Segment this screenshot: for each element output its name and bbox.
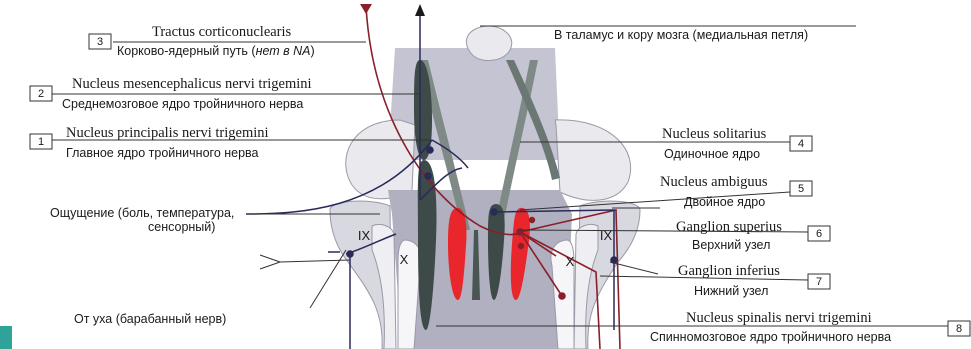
label-8-russian: Спинномозговое ядро тройничного нерва [650, 330, 891, 344]
right-lobe [555, 120, 631, 200]
label-7-latin: Ganglion inferius [678, 263, 780, 279]
top-knob [466, 26, 511, 61]
sensation-label-line2: сенсорный) [148, 220, 215, 234]
label-5-latin: Nucleus ambiguus [660, 174, 768, 190]
label-7: Ganglion inferius Нижний узел 7 [678, 263, 830, 298]
ix-right-label: IX [600, 228, 613, 243]
number-3: 3 [97, 36, 103, 48]
thalamus-label: В таламус и кору мозга (медиальная петля… [554, 28, 808, 42]
label-8-latin: Nucleus spinalis nervi trigemini [686, 310, 872, 326]
label-1-russian: Главное ядро тройничного нерва [66, 146, 259, 160]
sensation-label-line1: Ощущение (боль, температура, [50, 206, 234, 220]
label-8: Nucleus spinalis nervi trigemini Спинном… [650, 310, 970, 344]
label-2-latin: Nucleus mesencephalicus nervi trigemini [72, 76, 312, 92]
label-3: 3 Tractus corticonuclearis Корково-ядерн… [89, 24, 315, 58]
label-4: Nucleus solitarius Одиночное ядро 4 [662, 126, 812, 161]
number-1: 1 [38, 136, 44, 148]
top-sensory-arrowhead [415, 4, 425, 16]
number-7: 7 [816, 276, 822, 288]
top-motor-arrowhead [360, 4, 372, 14]
number-2: 2 [38, 88, 44, 100]
label-2-russian: Среднемозговое ядро тройничного нерва [62, 97, 303, 111]
label-6-russian: Верхний узел [692, 238, 770, 252]
label-7-russian: Нижний узел [694, 284, 768, 298]
label-6: Ganglion superius Верхний узел 6 [676, 219, 830, 252]
label-1-latin: Nucleus principalis nervi trigemini [66, 125, 269, 141]
label-6-latin: Ganglion superius [676, 219, 782, 235]
x-left-label: X [400, 252, 409, 267]
label-4-russian: Одиночное ядро [664, 147, 760, 161]
label-1: 1 Nucleus principalis nervi trigemini Гл… [30, 125, 269, 160]
number-4: 4 [798, 138, 804, 150]
label-5-russian: Двойное ядро [684, 195, 765, 209]
ear-label: От уха (барабанный нерв) [74, 312, 226, 326]
number-8: 8 [956, 323, 962, 335]
x-right-label: X [566, 254, 575, 269]
label-4-latin: Nucleus solitarius [662, 126, 767, 142]
label-5: Nucleus ambiguus Двойное ядро 5 [660, 174, 812, 209]
label-3-latin: Tractus corticonuclearis [152, 24, 292, 40]
number-6: 6 [816, 228, 822, 240]
label-3-russian: Корково-ядерный путь (нет в NA) [117, 44, 315, 58]
ix-left-label: IX [358, 228, 371, 243]
corner-accent [0, 326, 12, 349]
number-5: 5 [798, 183, 804, 195]
